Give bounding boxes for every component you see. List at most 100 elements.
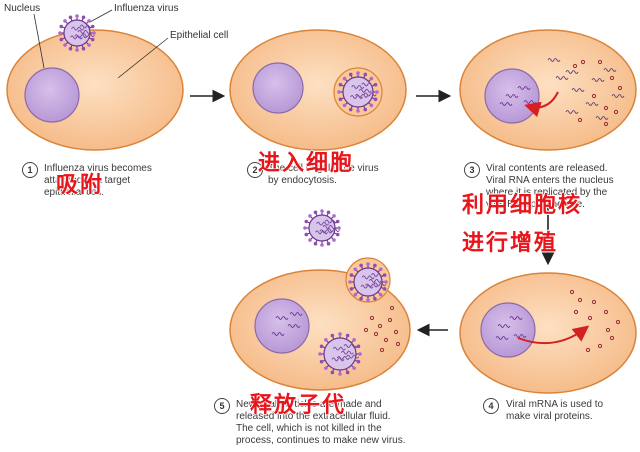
- protein-dot: [373, 331, 379, 337]
- virus-spike-tip: [373, 296, 377, 301]
- virus-spike-tip: [81, 46, 86, 51]
- influenza-virus-label: Influenza virus: [114, 3, 179, 14]
- step-4-number: 4: [483, 398, 499, 414]
- virus-spike-tip: [378, 292, 383, 297]
- virus-spike-tip: [338, 372, 342, 376]
- virus-spike-tip: [319, 359, 324, 364]
- step-5-line: process, continues to make new virus.: [236, 435, 406, 446]
- rna-fragment: [326, 228, 340, 233]
- virus-spike-tip: [375, 90, 379, 94]
- virus-spike-tip: [304, 219, 309, 224]
- virus-spike-tip: [338, 82, 343, 87]
- virus-spike-tip: [318, 352, 322, 356]
- virus-spike-tip: [92, 31, 96, 35]
- virus-spike-tip: [319, 344, 324, 349]
- virus-spike-tip: [352, 338, 356, 342]
- rna-fragment: [555, 76, 569, 80]
- rna-fragment: [547, 58, 561, 62]
- rna-fragment: [358, 88, 372, 93]
- nucleus-leader: [33, 13, 45, 69]
- protein-dot: [369, 315, 375, 321]
- virus-envelope: [342, 76, 374, 108]
- protein-dot: [609, 75, 615, 81]
- rna-fragment: [343, 344, 357, 348]
- protein-dot: [613, 109, 619, 115]
- rna-fragment: [340, 350, 354, 355]
- rna-import-arrow: [524, 91, 559, 118]
- cell-4: [459, 272, 637, 394]
- virus-spike-tip: [373, 263, 377, 268]
- rna-fragment: [275, 316, 289, 320]
- protein-dot: [597, 59, 603, 65]
- rna-fragment: [571, 88, 585, 92]
- protein-dot: [603, 121, 609, 127]
- step-3-line: where it is replicated by the: [486, 187, 608, 198]
- cell-leader: [117, 37, 169, 79]
- rna-fragment: [355, 93, 368, 98]
- virus-spike-tip: [382, 273, 387, 277]
- virus-spike-tip: [363, 107, 368, 112]
- rna-fragment: [324, 219, 338, 224]
- rna-fragment: [331, 357, 345, 362]
- step-1-line: attached to a target: [44, 175, 131, 186]
- step-5-line: New viral particles are made and: [236, 399, 382, 410]
- protein-dot: [580, 59, 586, 65]
- protein-dot: [379, 347, 385, 353]
- virus-envelope: [353, 267, 383, 297]
- rna-fragment: [565, 110, 579, 114]
- rna-fragment: [585, 102, 599, 106]
- virus-spike-tip: [356, 71, 360, 75]
- protein-dot: [395, 341, 401, 347]
- rna-fragment: [332, 346, 346, 351]
- rna-fragment: [565, 70, 579, 74]
- rna-fragment: [79, 24, 93, 29]
- virus-spike-tip: [338, 97, 343, 102]
- rna-fragment: [70, 35, 83, 40]
- protein-dot: [393, 329, 399, 335]
- nucleus-4: [480, 302, 536, 358]
- rna-fragment: [495, 336, 509, 340]
- rna-fragment: [316, 221, 330, 226]
- rna-fragment: [322, 224, 336, 229]
- virus-spike-tip: [373, 82, 378, 87]
- virus-spike-tip: [348, 107, 353, 112]
- protein-dot: [617, 85, 623, 91]
- step-3-line: Viral RNA enters the nucleus: [486, 175, 614, 186]
- virus-envelope: [63, 19, 91, 47]
- virus-spike-tip: [87, 19, 91, 23]
- virus-spike-tip: [81, 15, 86, 20]
- protein-dot: [577, 297, 583, 303]
- step-1-line: Influenza virus becomes: [44, 163, 152, 174]
- protein-dot: [387, 317, 393, 323]
- virus-spike-tip: [366, 298, 370, 302]
- virus-spike-tip: [342, 76, 347, 81]
- virus-spike-tip: [68, 15, 73, 20]
- step-1-line: epithelial cell.: [44, 187, 105, 198]
- step-4-line: make viral proteins.: [506, 411, 593, 422]
- rna-fragment: [363, 92, 377, 97]
- protein-dot: [377, 323, 383, 329]
- rna-fragment: [603, 68, 617, 72]
- virus-spike-tip: [330, 370, 335, 375]
- step-2-caption: The cell engulfs the virus by endocytosi…: [268, 163, 418, 187]
- rna-fragment: [289, 312, 303, 316]
- protein-dot: [383, 337, 389, 343]
- cell-1: [6, 29, 184, 151]
- virus-spike-tip: [356, 109, 360, 113]
- protein-dot: [609, 335, 615, 341]
- protein-dot: [585, 347, 591, 353]
- virus-spike-tip: [332, 238, 336, 242]
- virus-spike-tip: [313, 210, 318, 215]
- nucleus-1: [24, 67, 80, 123]
- cell-2: [229, 29, 407, 151]
- step-2-number: 2: [247, 162, 263, 178]
- step-3-number: 3: [464, 162, 480, 178]
- virus-spike-tip: [352, 366, 356, 370]
- virus-spike-tip: [313, 241, 318, 246]
- nucleus-label: Nucleus: [4, 3, 41, 14]
- virus-spike-tip: [75, 14, 79, 18]
- cell-3: [459, 29, 637, 151]
- virus-spike-tip: [326, 210, 331, 215]
- virus-leader: [89, 9, 113, 23]
- virus-spike-tip: [369, 103, 374, 108]
